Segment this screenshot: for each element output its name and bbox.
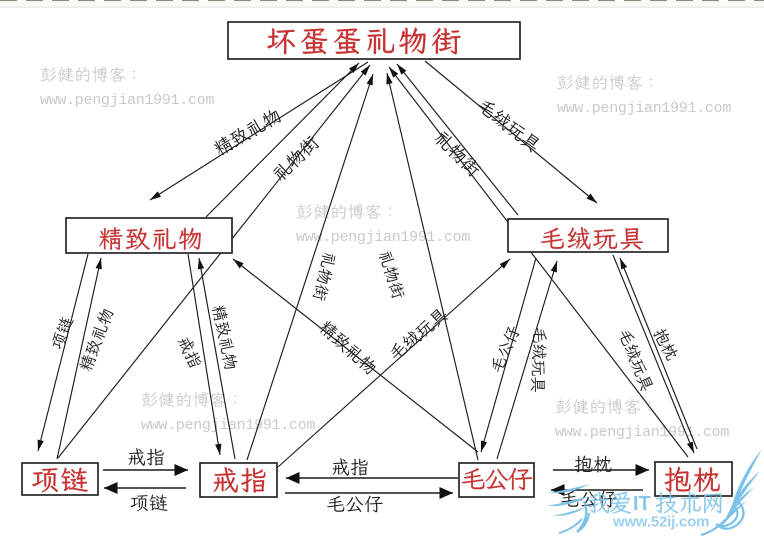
svg-text:www.52ij.com: www.52ij.com	[612, 514, 709, 531]
svg-text:IT: IT	[633, 493, 651, 515]
svg-text:www.pengjian1991.com: www.pengjian1991.com	[555, 424, 729, 441]
svg-text:www.pengjian1991.com: www.pengjian1991.com	[141, 417, 315, 434]
svg-text:www.pengjian1991.com: www.pengjian1991.com	[40, 92, 214, 109]
svg-text:www.pengjian1991.com: www.pengjian1991.com	[557, 100, 731, 117]
